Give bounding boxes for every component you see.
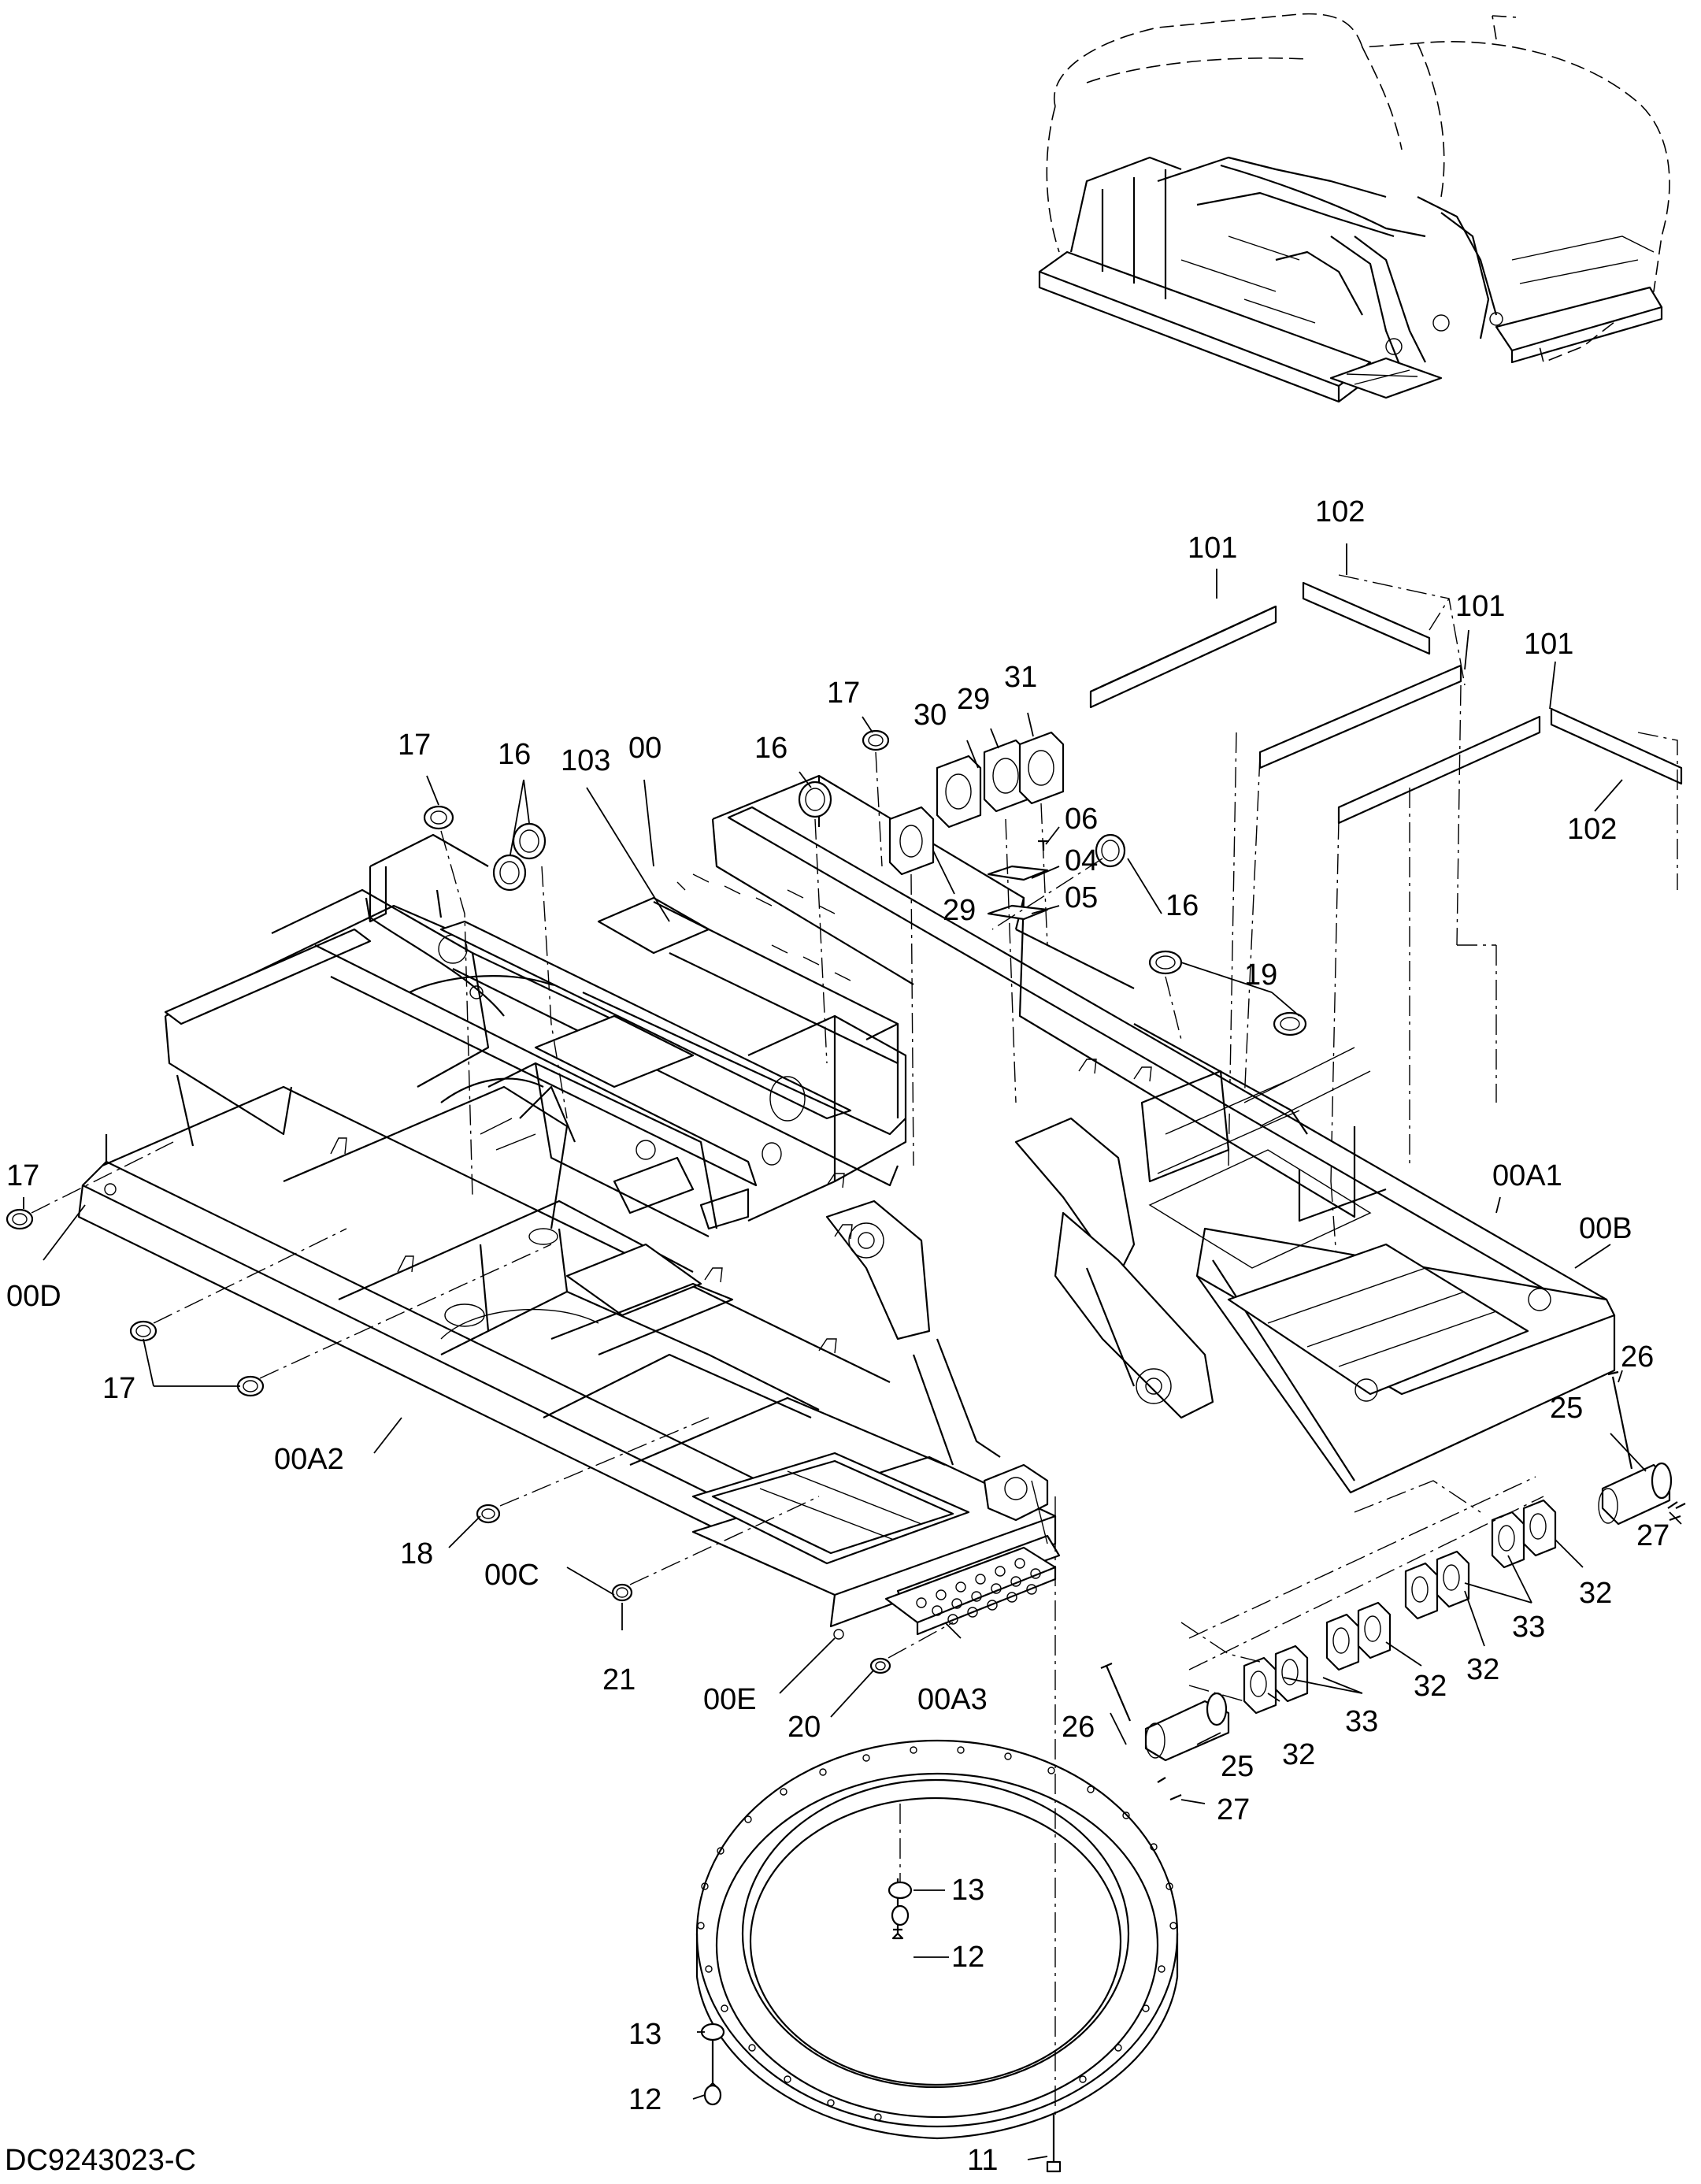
- callout-27b: 27: [1217, 1793, 1250, 1826]
- callout-17c: 17: [6, 1159, 39, 1192]
- callout-17a: 17: [398, 729, 431, 762]
- callout-labels: 101 102 101 101 102 17 16 103 00 16 17 3…: [6, 495, 1670, 2177]
- washer-set-upper: [1404, 1499, 1557, 1620]
- callout-32b: 32: [1414, 1670, 1447, 1703]
- callout-18: 18: [400, 1537, 433, 1570]
- callout-16c: 16: [1166, 889, 1199, 922]
- callout-33b: 33: [1512, 1611, 1545, 1644]
- swing-bearing: [695, 1496, 1179, 2173]
- drawing-code: DC9243023-C: [5, 2144, 196, 2177]
- callout-00B: 00B: [1579, 1212, 1632, 1245]
- callout-27a: 27: [1636, 1519, 1670, 1552]
- callout-102a: 102: [1315, 495, 1365, 528]
- assembly-inset: [1038, 13, 1670, 403]
- callout-17b: 17: [827, 677, 860, 710]
- callout-00A3: 00A3: [917, 1683, 988, 1716]
- ring-parts: [6, 729, 1307, 1674]
- callout-101c: 101: [1524, 628, 1573, 661]
- callout-00C: 00C: [484, 1559, 539, 1592]
- callout-00A2: 00A2: [274, 1443, 344, 1476]
- washer-set-lower: [1243, 1601, 1392, 1715]
- callout-31: 31: [1004, 661, 1037, 694]
- callout-19: 19: [1244, 959, 1277, 992]
- callout-33a: 33: [1345, 1705, 1378, 1738]
- callout-04: 04: [1065, 844, 1098, 877]
- upper-frame: [77, 774, 1616, 1640]
- callout-102b: 102: [1567, 813, 1617, 846]
- shim-plates: [888, 731, 1065, 1166]
- callout-20: 20: [788, 1711, 821, 1744]
- callout-101a: 101: [1188, 532, 1237, 565]
- callout-05: 05: [1065, 881, 1098, 914]
- callout-17d: 17: [102, 1372, 135, 1405]
- callout-25b: 25: [1221, 1750, 1254, 1783]
- callout-101b: 101: [1455, 590, 1505, 623]
- pins-and-washers: [1100, 1370, 1686, 1801]
- callout-29a: 29: [957, 683, 990, 716]
- callout-16a: 16: [498, 738, 531, 771]
- callout-11: 11: [967, 2144, 998, 2177]
- callout-32d: 32: [1579, 1577, 1612, 1610]
- callout-103: 103: [561, 744, 610, 777]
- ring-centerlines: [31, 751, 1182, 1659]
- callout-00E: 00E: [703, 1683, 757, 1716]
- leader-lines: [23, 543, 1682, 2160]
- callout-21: 21: [602, 1663, 636, 1696]
- callout-26a: 26: [1621, 1340, 1654, 1374]
- callout-32c: 32: [1466, 1653, 1499, 1686]
- spacer-bars: [1089, 574, 1683, 1292]
- callout-13a: 13: [951, 1874, 984, 1907]
- callout-25a: 25: [1550, 1392, 1583, 1425]
- callout-12b: 12: [628, 2083, 662, 2116]
- callout-32a: 32: [1282, 1738, 1315, 1771]
- callout-00D: 00D: [6, 1280, 61, 1313]
- bearing-bolt-holes: [697, 1746, 1177, 2121]
- callout-06: 06: [1065, 803, 1098, 836]
- callout-00A1: 00A1: [1492, 1159, 1562, 1192]
- callout-13b: 13: [628, 2018, 662, 2051]
- callout-30: 30: [914, 699, 947, 732]
- callout-12a: 12: [951, 1941, 984, 1974]
- callout-29b: 29: [943, 894, 976, 927]
- step-plate-holes: [916, 1558, 1041, 1625]
- callout-00: 00: [628, 732, 662, 765]
- callout-26b: 26: [1062, 1711, 1095, 1744]
- frame-clips: [330, 1059, 1152, 1354]
- callout-16b: 16: [754, 732, 788, 765]
